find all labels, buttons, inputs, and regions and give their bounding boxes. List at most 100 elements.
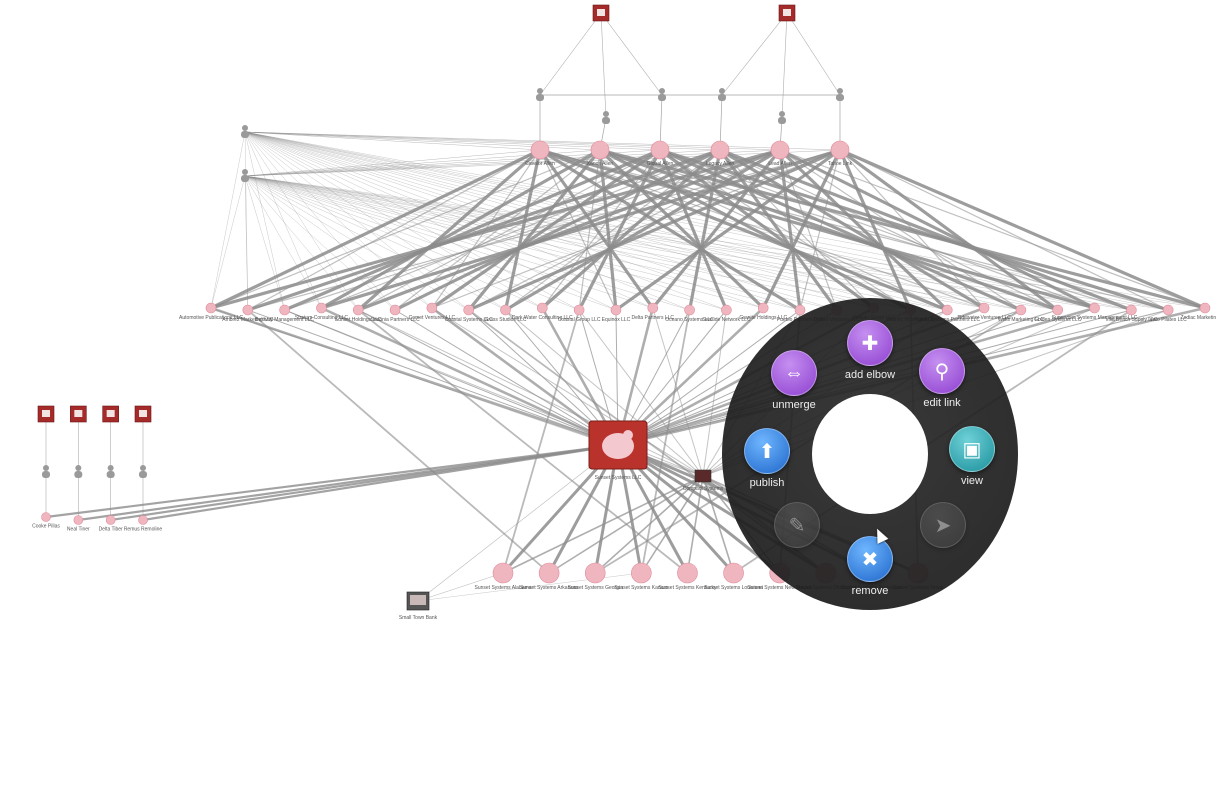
account-node[interactable]: Zodiac Marketing LLC bbox=[1181, 302, 1216, 321]
link-edge[interactable] bbox=[658, 148, 876, 310]
link-edge[interactable] bbox=[244, 149, 721, 177]
selected-account-node[interactable]: Sunset Systems LLC bbox=[588, 420, 648, 481]
link-edge[interactable] bbox=[210, 149, 601, 309]
account-node[interactable]: Delta Partners LLC bbox=[632, 302, 675, 321]
account-node[interactable]: Oceano Systems LLC bbox=[665, 304, 714, 323]
account-node[interactable]: Dark Water Consulting LLC bbox=[512, 302, 573, 321]
link-edge[interactable] bbox=[244, 175, 359, 311]
link-edge[interactable] bbox=[244, 175, 653, 309]
link-edge[interactable] bbox=[244, 175, 543, 309]
account-node[interactable]: Coastal Systems LLC bbox=[445, 304, 493, 323]
account-node[interactable]: Xanos Allen bbox=[587, 140, 614, 167]
link-edge[interactable] bbox=[244, 175, 1169, 311]
link-edge[interactable] bbox=[244, 175, 396, 311]
account-node[interactable]: Ambrez Marketing LLC bbox=[222, 304, 274, 323]
link-edge[interactable] bbox=[244, 175, 1095, 309]
link-edge[interactable] bbox=[244, 131, 285, 311]
link-edge[interactable] bbox=[244, 149, 541, 177]
person-node[interactable] bbox=[602, 111, 610, 124]
link-edge[interactable] bbox=[244, 131, 801, 311]
account-node[interactable]: Sunset Systems Louisiana bbox=[704, 562, 763, 591]
link-edge[interactable] bbox=[598, 148, 765, 310]
link-edge[interactable] bbox=[594, 475, 704, 574]
link-edge[interactable] bbox=[539, 149, 985, 309]
link-edge[interactable] bbox=[244, 175, 764, 309]
link-edge[interactable] bbox=[838, 148, 1060, 312]
person-node[interactable] bbox=[42, 465, 50, 478]
link-edge[interactable] bbox=[244, 131, 543, 309]
link-edge[interactable] bbox=[244, 131, 838, 311]
link-edge[interactable] bbox=[244, 131, 764, 309]
link-edge[interactable] bbox=[244, 175, 433, 309]
link-edge[interactable] bbox=[244, 131, 1206, 309]
link-edge[interactable] bbox=[244, 149, 841, 177]
link-edge[interactable] bbox=[244, 175, 285, 311]
unmerge-action[interactable]: ⇔ unmerge bbox=[749, 350, 839, 411]
person-node[interactable] bbox=[536, 88, 544, 101]
link-edge[interactable] bbox=[417, 444, 619, 602]
account-node[interactable]: Sunset Systems Kansas bbox=[614, 562, 669, 591]
document-node[interactable] bbox=[37, 405, 55, 423]
account-node[interactable]: Grass Studios LLC bbox=[485, 304, 527, 323]
person-node[interactable] bbox=[718, 88, 726, 101]
account-node[interactable]: Cavalor Allen bbox=[525, 140, 555, 167]
link-edge[interactable] bbox=[244, 131, 653, 309]
account-node[interactable]: Vero Pilates LLC bbox=[1150, 304, 1188, 323]
link-edge[interactable] bbox=[244, 131, 1132, 311]
link-edge[interactable] bbox=[44, 443, 620, 519]
account-node[interactable]: Wells Marketing LLC bbox=[998, 304, 1044, 323]
link-edge[interactable] bbox=[781, 12, 788, 119]
account-node[interactable]: Remus Remoline bbox=[124, 515, 163, 533]
link-edge[interactable] bbox=[244, 131, 506, 311]
link-edge[interactable] bbox=[244, 131, 727, 311]
system-node[interactable]: Compact Systems bbox=[683, 469, 724, 492]
link-edge[interactable] bbox=[244, 175, 838, 311]
link-edge[interactable] bbox=[244, 131, 985, 309]
account-node[interactable]: Sunset Systems Georgia bbox=[568, 562, 624, 591]
link-edge[interactable] bbox=[778, 148, 1097, 310]
account-node[interactable]: Coastal Group LLC bbox=[558, 304, 601, 323]
link-edge[interactable] bbox=[244, 131, 617, 311]
link-edge[interactable] bbox=[210, 175, 246, 309]
link-edge[interactable] bbox=[539, 12, 602, 96]
link-edge[interactable] bbox=[141, 443, 620, 522]
link-edge[interactable] bbox=[505, 309, 704, 477]
person-node[interactable] bbox=[241, 125, 249, 138]
link-edge[interactable] bbox=[244, 131, 841, 151]
link-edge[interactable] bbox=[614, 148, 842, 312]
link-edge[interactable] bbox=[320, 149, 721, 309]
link-edge[interactable] bbox=[617, 309, 801, 446]
account-node[interactable]: Sunset Systems Arkansas bbox=[520, 562, 579, 591]
link-edge[interactable] bbox=[502, 309, 581, 574]
link-edge[interactable] bbox=[578, 309, 704, 477]
account-node[interactable]: Supervisor Systems Management LLC bbox=[1052, 302, 1138, 321]
link-edge[interactable] bbox=[538, 148, 949, 312]
link-edge[interactable] bbox=[718, 148, 1133, 312]
link-edge[interactable] bbox=[246, 309, 551, 574]
account-node[interactable]: Villa Beach Supply LLC bbox=[1105, 304, 1158, 323]
link-edge[interactable] bbox=[209, 148, 542, 310]
link-edge[interactable] bbox=[652, 307, 704, 477]
link-edge[interactable] bbox=[658, 148, 1170, 312]
link-edge[interactable] bbox=[210, 131, 246, 309]
link-edge[interactable] bbox=[600, 12, 663, 96]
link-edge[interactable] bbox=[778, 148, 949, 312]
account-node[interactable]: Comet Ventures LLC bbox=[409, 302, 456, 321]
link-edge[interactable] bbox=[244, 131, 1058, 311]
account-node[interactable]: Equinox LLC bbox=[602, 304, 631, 323]
account-node[interactable]: Tidewater Ventures LLC bbox=[957, 302, 1011, 321]
link-edge[interactable] bbox=[417, 572, 504, 602]
link-edge[interactable] bbox=[244, 175, 1132, 311]
link-edge[interactable] bbox=[244, 175, 322, 309]
link-edge[interactable] bbox=[779, 149, 1022, 311]
link-edge[interactable] bbox=[467, 148, 602, 312]
link-edge[interactable] bbox=[244, 131, 359, 311]
link-edge[interactable] bbox=[209, 148, 782, 310]
add-elbow-action[interactable]: ✚ add elbow bbox=[825, 320, 915, 381]
link-edge[interactable] bbox=[244, 175, 948, 311]
person-node[interactable] bbox=[778, 111, 786, 124]
link-edge[interactable] bbox=[721, 12, 788, 96]
account-node[interactable]: Sunset Systems Kentucky bbox=[658, 562, 717, 591]
document-node[interactable] bbox=[134, 405, 152, 423]
link-edge[interactable] bbox=[357, 149, 661, 311]
